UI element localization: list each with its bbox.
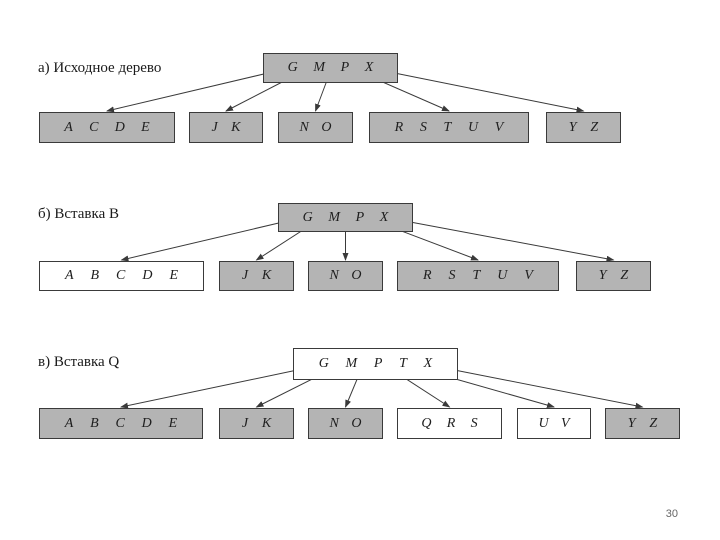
child-node-b-1: A B C D E (39, 261, 204, 291)
node-key: M (328, 209, 341, 225)
tree-edge (120, 219, 292, 262)
node-key: R (446, 415, 456, 431)
tree-edge (120, 367, 307, 409)
tree-edge (106, 70, 277, 113)
node-key: K (231, 119, 241, 135)
node-key: T (399, 356, 407, 371)
node-key: U (497, 268, 508, 283)
node-key: X (423, 356, 433, 371)
node-key: N (329, 268, 339, 283)
node-key: S (419, 119, 427, 135)
node-key: D (142, 268, 153, 283)
node-key: O (321, 119, 332, 135)
node-key: J (241, 268, 249, 283)
node-key: R (422, 268, 432, 283)
node-key: O (351, 415, 362, 431)
node-key: Z (649, 415, 658, 431)
node-key: P (373, 356, 383, 371)
node-key: M (345, 356, 358, 371)
child-node-b-4: R S T U V (397, 261, 559, 291)
node-key: R (394, 119, 404, 135)
node-key: C (115, 415, 125, 431)
node-key: G (302, 209, 313, 225)
page-number: 30 (665, 508, 678, 520)
node-key: J (211, 119, 218, 135)
node-key: E (141, 119, 150, 135)
node-key: N (299, 119, 309, 135)
node-key: Y (568, 119, 577, 135)
node-key: P (340, 60, 350, 75)
node-key: N (329, 415, 339, 431)
node-key: T (472, 268, 481, 283)
caption-c: в) Вставка Q (38, 354, 120, 370)
node-key: A (64, 415, 74, 431)
tree-edge (399, 219, 615, 262)
node-key: S (448, 268, 456, 283)
node-key: C (89, 119, 99, 135)
node-key: Z (590, 119, 599, 135)
node-key: E (169, 268, 178, 283)
node-key: Y (598, 268, 607, 283)
node-key: A (64, 268, 74, 283)
node-key: K (261, 268, 272, 283)
node-key: P (355, 209, 365, 225)
node-key: X (364, 60, 374, 75)
node-key: U (538, 415, 549, 431)
node-key: D (114, 119, 125, 135)
node-key: V (524, 268, 533, 283)
tree-edge (444, 367, 644, 409)
node-key: G (318, 356, 329, 371)
node-key: Y (627, 415, 636, 431)
node-key: S (470, 415, 478, 431)
node-key: V (561, 415, 570, 431)
node-key: T (443, 119, 452, 135)
node-key: O (351, 268, 362, 283)
node-key: M (313, 60, 326, 75)
node-key: C (116, 268, 126, 283)
node-key: B (90, 415, 99, 431)
node-key: X (379, 209, 389, 225)
node-key: K (261, 415, 272, 431)
node-key: J (241, 415, 249, 431)
node-key: Q (421, 415, 432, 431)
node-key: E (168, 415, 178, 431)
node-key: D (141, 415, 152, 431)
caption-b: б) Вставка B (38, 206, 119, 222)
node-key: A (64, 119, 73, 135)
node-key: V (494, 119, 504, 135)
node-key: G (287, 60, 298, 75)
node-key: B (90, 268, 100, 283)
node-key: U (467, 119, 479, 135)
tree-edge (384, 70, 585, 113)
node-key: Z (620, 268, 629, 283)
caption-a: а) Исходное дерево (38, 60, 162, 76)
